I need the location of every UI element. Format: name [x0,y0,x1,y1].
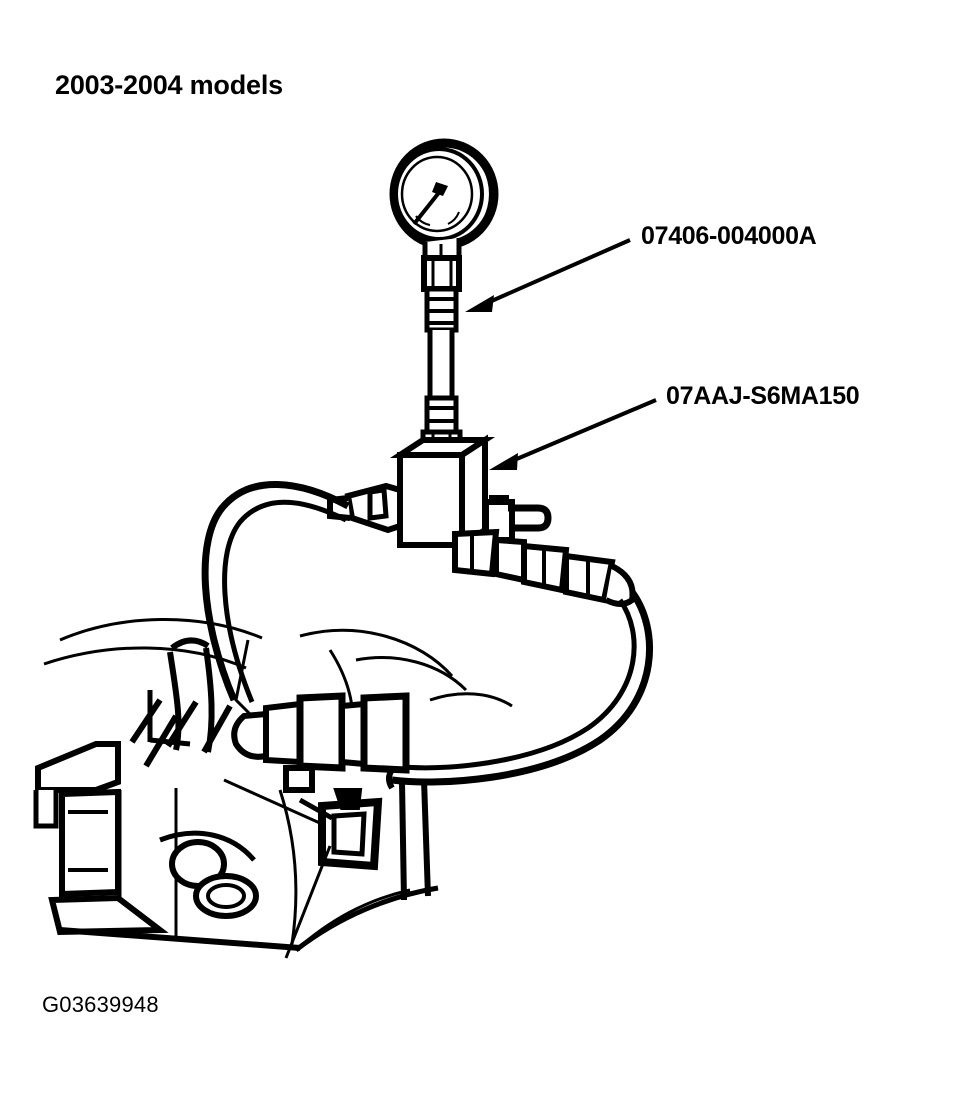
engine-bottom-edge [59,885,439,952]
figure-id: G03639948 [42,992,159,1017]
callout-arrow-gauge-head [465,295,494,312]
left-hose-outer-edge [201,481,350,702]
rail-coupling-b [296,692,346,772]
right-hose-lower-tail [386,768,431,901]
engine-upper-detail [147,637,215,753]
gauge-hex-nut [421,255,462,292]
engine-left-base [48,894,169,936]
engine-bottom-line [59,927,301,951]
rail-coupling-nose [231,710,269,760]
engine-contour-bracket [234,639,254,718]
left-inlet-fitting [327,482,403,534]
left-hose-inner-edge [222,499,348,703]
engine-left-lower-plate [59,788,121,898]
rail-coupling-a [263,700,303,766]
coupling-2 [493,536,527,584]
left-service-hose [201,481,350,703]
adapter-right-face [459,434,488,551]
hose-tail-elbow [386,768,395,790]
engine-upper-pipe-right [203,647,215,753]
engine-contour-left-arc-2 [43,646,247,670]
valve-lever-handle [508,504,552,532]
right-hose-outer-edge [391,589,653,786]
stem-smooth-tube [427,330,455,401]
callout-leader-arrows [465,238,657,470]
clamp-arm [298,797,334,821]
pressure-gauge-assembly [389,138,499,261]
engine-contour-cam-cover [355,656,468,692]
engine-left-tab [33,790,59,829]
engine-upper-bracket-foot [149,737,191,747]
engine-rib-1 [129,698,163,744]
right-hose-inner-edge [393,598,637,771]
engine-upper-pipe-bend [170,637,210,651]
callout-arrow-gauge-line [486,238,631,305]
stem-ribbed-collar-lower [424,395,459,435]
engine-fuel-rail-couplings [231,692,410,793]
engine-bottom-sweep [294,885,439,952]
engine-left-block [33,741,169,936]
engine-bracket-clamp [223,778,383,959]
engine-contour-upper [299,628,454,677]
gauge-bezel-depth [482,164,497,224]
coupling-1 [452,528,500,578]
hose-tail-edge-right [421,779,431,897]
callout-arrow-adapter-line [511,398,657,463]
callout-arrow-adapter-head [489,453,518,470]
gauge-needle-hub [432,182,448,196]
clamp-leader-line-2 [223,778,323,826]
gauge-tick-arc-left [415,215,431,226]
manifold-adapter-block [389,434,496,551]
gauge-hose-stem [420,255,463,458]
gauge-tick-arc-right [447,211,460,225]
left-fitting-collar [367,487,389,521]
page-title: 2003-2004 models [55,70,283,100]
lower-coupling-chain [452,528,636,607]
clamp-tab [333,788,363,810]
engine-contour-rail-top [429,692,513,708]
right-service-hose [391,589,653,786]
callout-label-adapter: 07AAJ-S6MA150 [666,382,860,410]
engine-boss-round-2-inner [206,883,246,909]
callout-label-gauge: 07406-004000A [641,222,817,250]
engine-boss-contour [159,830,256,862]
rail-boss [283,765,315,793]
engine-round-bosses [159,830,259,919]
engine-rib-2 [165,700,199,748]
clamp-leader-line-1 [284,845,332,959]
clamp-inner-slot [331,811,367,857]
coupling-end-cap [604,563,636,607]
rail-coupling-d [360,692,410,774]
hose-tail-edge-left [399,781,407,901]
engine-contour-left-arc-1 [59,617,263,642]
